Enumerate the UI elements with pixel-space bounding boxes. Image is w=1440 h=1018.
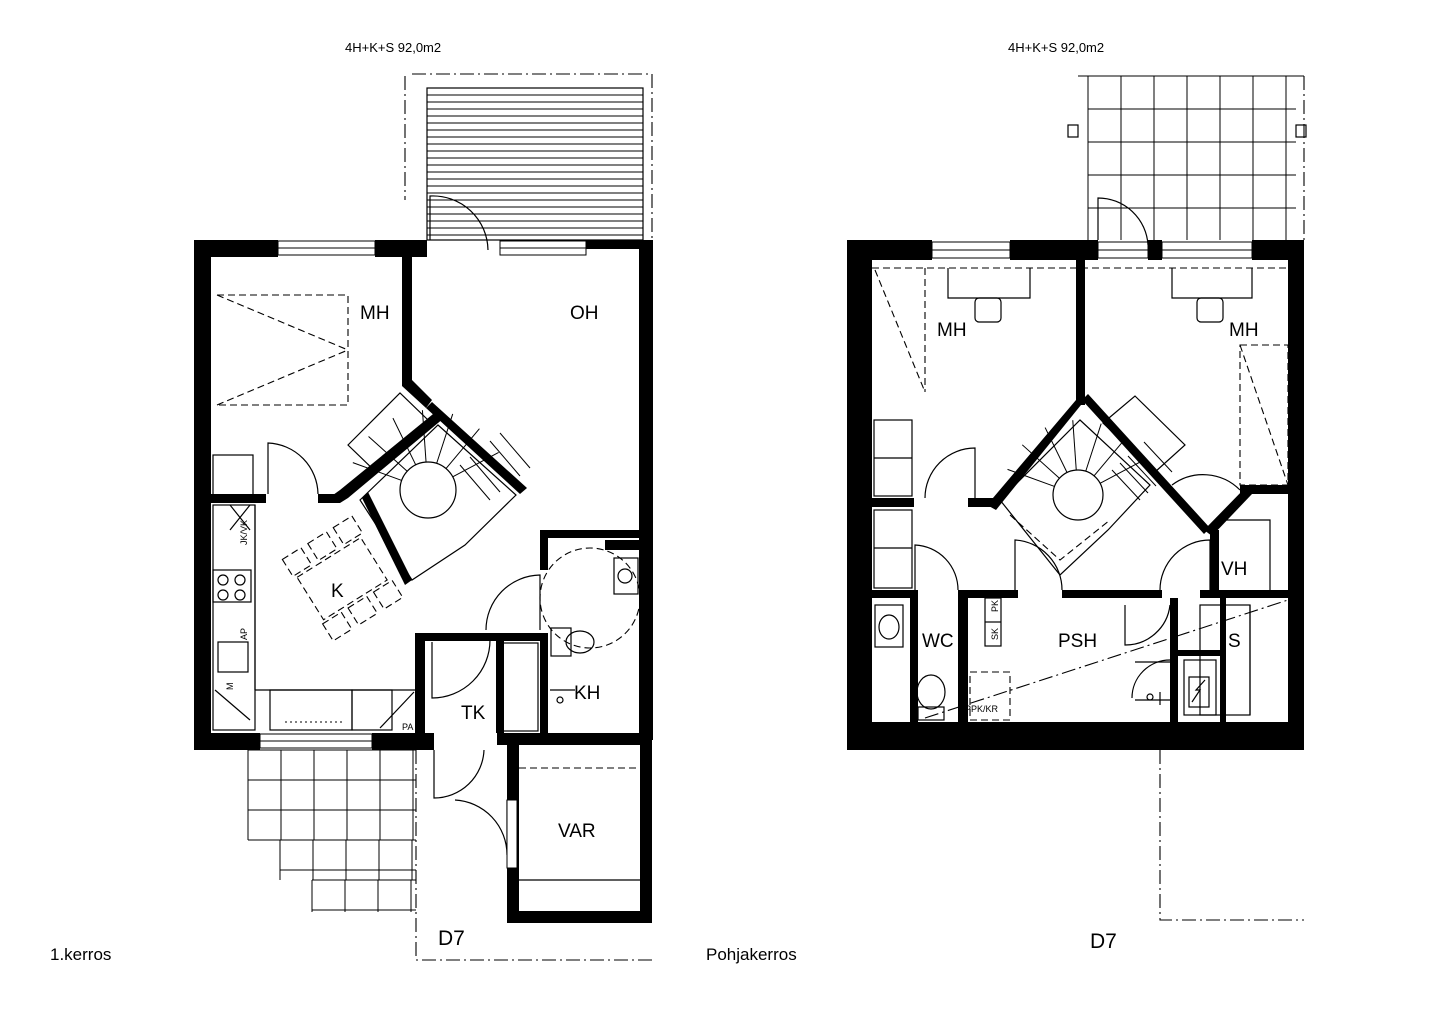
room-label-tk: TK xyxy=(461,703,486,724)
basement-area-title: 4H+K+S 92,0m2 xyxy=(1008,40,1104,55)
fixture-label-pa: PA xyxy=(402,722,413,732)
basement-interior-walls xyxy=(872,260,1288,722)
fixture-label-sk: SK xyxy=(990,628,1000,640)
first-floor-plan: MH OH K TK KH VAR JK/VK AP M PA xyxy=(194,73,653,961)
first-floor-interior-walls xyxy=(211,240,652,923)
basement-exterior-walls xyxy=(847,240,1304,750)
first-floor-furniture xyxy=(212,294,641,881)
first-floor-entrance-tiles xyxy=(247,749,652,961)
basement-unit-code: D7 xyxy=(1090,930,1117,953)
first-floor-label: 1.kerros xyxy=(50,945,111,964)
room-label-mh-right: MH xyxy=(1229,320,1259,341)
first-floor-area-title: 4H+K+S 92,0m2 xyxy=(345,40,441,55)
room-label-mh: MH xyxy=(360,303,390,324)
basement-staircase xyxy=(999,395,1186,576)
basement-doors xyxy=(914,197,1241,699)
room-label-wc: WC xyxy=(922,631,954,652)
room-label-k: K xyxy=(331,581,344,602)
first-floor-staircase xyxy=(347,392,531,581)
room-label-psh: PSH xyxy=(1058,631,1097,652)
fixture-label-jk-vk: JK/VK xyxy=(239,520,249,545)
fixture-label-ap: AP xyxy=(239,628,249,640)
first-floor-unit-code: D7 xyxy=(438,927,465,950)
first-floor-exterior-walls xyxy=(194,240,653,750)
room-label-mh-left: MH xyxy=(937,320,967,341)
first-floor-doors xyxy=(267,195,541,869)
first-floor-deck xyxy=(404,73,653,241)
basement-tiled-terrace xyxy=(1067,75,1307,240)
room-label-kh: KH xyxy=(574,683,600,704)
room-label-vh: VH xyxy=(1221,559,1247,580)
fixture-label-m: M xyxy=(225,683,235,691)
room-label-oh: OH xyxy=(570,303,599,324)
fixture-label-ppk-kr: PPK/KR xyxy=(965,704,999,714)
room-label-var: VAR xyxy=(558,821,596,842)
basement-floor-label: Pohjakerros xyxy=(706,945,797,964)
basement-furniture xyxy=(872,267,1289,721)
fixture-label-pk: PK xyxy=(990,600,1000,612)
room-label-s: S xyxy=(1228,631,1241,652)
basement-plan: MH MH WC PSH VH S SK PK PPK/KR xyxy=(847,75,1307,921)
basement-site-line xyxy=(1159,750,1304,921)
